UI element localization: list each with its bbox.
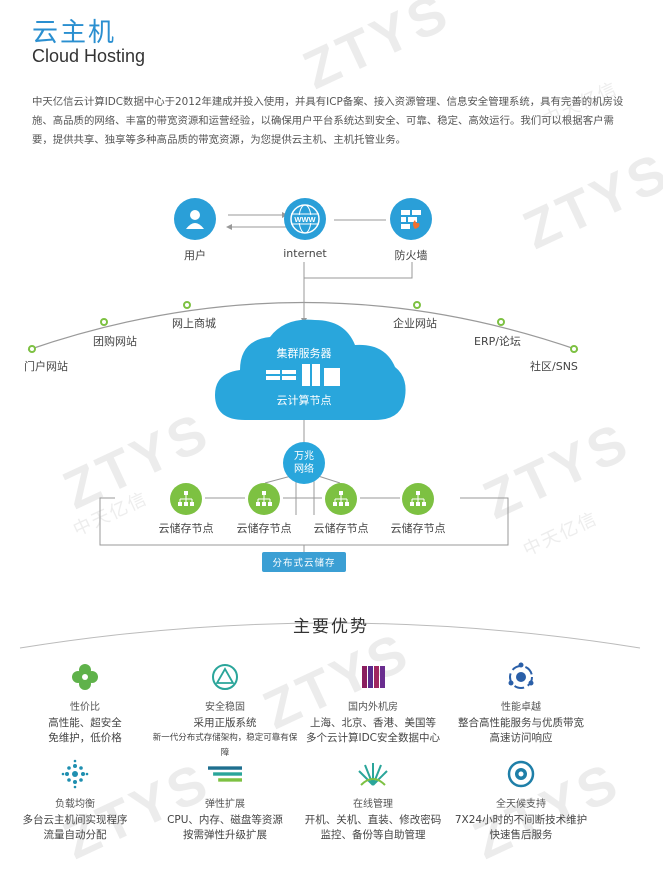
advantage-item: 负载均衡 多台云主机间实现程序 流量自动分配 xyxy=(0,757,150,843)
storage-tree-icon xyxy=(333,491,349,506)
internet-label: internet xyxy=(283,247,327,260)
page-subtitle: Cloud Hosting xyxy=(32,46,146,66)
cloud-bottom-label: 云计算节点 xyxy=(276,394,332,407)
advantage-item: 性价比 高性能、超安全 免维护，低价格 xyxy=(10,660,160,746)
stacked-bars-icon xyxy=(208,757,242,791)
storage-node xyxy=(170,483,202,515)
cloud-shape xyxy=(215,319,406,420)
firewall-node xyxy=(390,198,432,240)
server-icons xyxy=(266,364,340,386)
advantage-name: 性价比 xyxy=(70,702,100,713)
advantage-name: 性能卓越 xyxy=(501,702,541,713)
storage-node xyxy=(402,483,434,515)
storage-label: 云储存节点 xyxy=(313,522,369,535)
advantages-heading: 主要优势 xyxy=(293,617,369,637)
storage-node xyxy=(325,483,357,515)
advantage-desc-line: 高速访问响应 xyxy=(489,732,553,744)
storage-label: 云储存节点 xyxy=(236,522,292,535)
www-text: WWW xyxy=(294,215,316,224)
advantage-desc-line: 多台云主机间实现程序 xyxy=(22,814,128,826)
advantage-desc-line: 整合高性能服务与优质带宽 xyxy=(458,717,584,729)
site-dot xyxy=(183,301,191,309)
advantage-desc-line: 7X24小时的不间断技术维护 xyxy=(454,814,588,826)
internet-node: WWW xyxy=(284,198,326,240)
network-node: 万兆 网络 xyxy=(283,442,325,484)
intro-paragraph: 中天亿信云计算IDC数据中心于2012年建成并投入使用，并具有ICP备案、接入资… xyxy=(32,96,624,146)
site-dot xyxy=(497,318,505,326)
advantage-item: 国内外机房 上海、北京、香港、美国等 多个云计算IDC安全数据中心 xyxy=(298,660,448,746)
site-label-mall: 网上商城 xyxy=(172,317,216,330)
server-rack-icon xyxy=(356,660,390,694)
firewall-label: 防火墙 xyxy=(394,249,428,262)
site-dot xyxy=(570,345,578,353)
storage-label: 云储存节点 xyxy=(390,522,446,535)
distributed-storage-badge: 分布式云储存 xyxy=(262,552,346,572)
storage-node xyxy=(248,483,280,515)
advantage-name: 全天候支持 xyxy=(496,799,546,810)
advantage-desc-line: 快速售后服务 xyxy=(489,829,553,841)
advantage-desc-line: 监控、备份等自助管理 xyxy=(320,829,426,841)
site-label-erp: ERP/论坛 xyxy=(474,335,521,348)
advantage-item: 性能卓越 整合高性能服务与优质带宽 高速访问响应 xyxy=(446,660,596,746)
advantage-name: 负载均衡 xyxy=(55,799,95,810)
advantage-item: 全天候支持 7X24小时的不间断技术维护 快速售后服务 xyxy=(446,757,596,843)
advantage-name: 在线管理 xyxy=(353,799,393,810)
advantage-desc-line: 按需弹性升级扩展 xyxy=(183,829,267,841)
advantage-desc-line: 免维护，低价格 xyxy=(48,732,122,744)
site-label-enterprise: 企业网站 xyxy=(393,317,437,330)
triangle-circle-icon xyxy=(208,660,242,694)
advantage-name: 国内外机房 xyxy=(348,702,398,713)
user-node xyxy=(174,198,216,240)
site-label-portal: 门户网站 xyxy=(24,360,68,373)
advantage-desc-line: 多个云计算IDC安全数据中心 xyxy=(305,732,440,744)
advantage-desc-line: 高性能、超安全 xyxy=(48,717,122,729)
network-label-1: 万兆 xyxy=(294,451,314,462)
advantage-desc-line: 新一代分布式存储架构，稳定可靠有保障 xyxy=(152,733,298,758)
advantage-name: 弹性扩展 xyxy=(205,799,245,810)
network-hub-icon xyxy=(504,660,538,694)
advantage-item: 弹性扩展 CPU、内存、磁盘等资源 按需弹性升级扩展 xyxy=(150,757,300,843)
globe-support-icon xyxy=(504,757,538,791)
advantage-item: 在线管理 开机、关机、直装、修改密码 监控、备份等自助管理 xyxy=(298,757,448,843)
advantage-desc-line: 采用正版系统 xyxy=(193,717,257,729)
advantage-name: 安全稳固 xyxy=(205,702,245,713)
user-icon xyxy=(186,210,204,229)
storage-label: 云储存节点 xyxy=(158,522,214,535)
site-dot xyxy=(413,301,421,309)
advantage-item: 安全稳固 采用正版系统 新一代分布式存储架构，稳定可靠有保障 xyxy=(150,660,300,761)
site-dot xyxy=(28,345,36,353)
sunburst-icon xyxy=(356,757,390,791)
advantage-desc-line: 上海、北京、香港、美国等 xyxy=(310,717,436,729)
site-dot xyxy=(100,318,108,326)
storage-tree-icon xyxy=(256,491,272,506)
cloud-top-label: 集群服务器 xyxy=(276,347,332,360)
page-title: 云主机 xyxy=(32,18,117,48)
advantage-desc-line: 流量自动分配 xyxy=(43,829,107,841)
advantage-desc-line: CPU、内存、磁盘等资源 xyxy=(167,814,283,826)
network-label-2: 网络 xyxy=(294,464,314,475)
user-label: 用户 xyxy=(184,249,206,262)
clover-icon xyxy=(68,660,102,694)
site-label-groupbuy: 团购网站 xyxy=(93,335,137,348)
globe-www-icon: WWW xyxy=(290,204,320,234)
dots-cluster-icon xyxy=(58,757,92,791)
storage-tree-icon xyxy=(178,491,194,506)
firewall-icon xyxy=(401,210,421,229)
advantage-desc-line: 开机、关机、直装、修改密码 xyxy=(304,814,442,826)
storage-tree-icon xyxy=(410,491,426,506)
site-label-sns: 社区/SNS xyxy=(530,360,578,373)
